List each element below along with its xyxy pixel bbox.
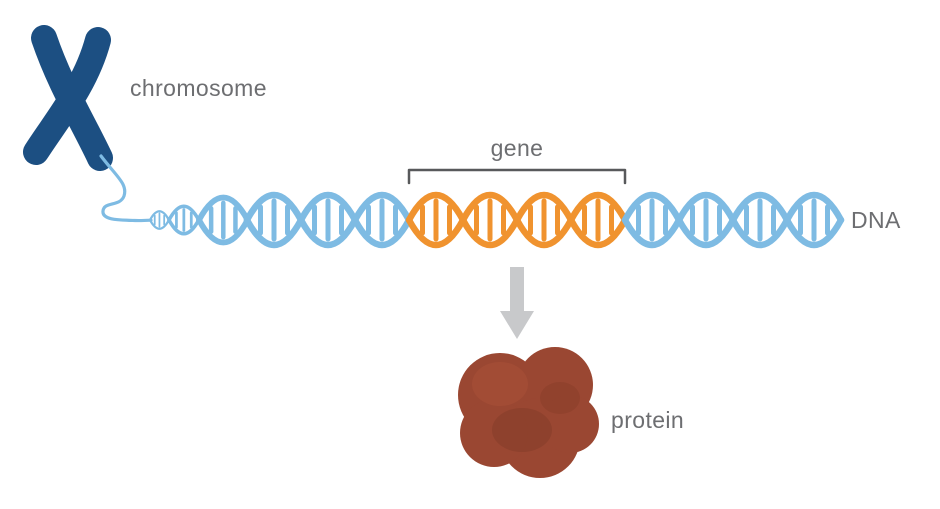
protein-label: protein	[611, 407, 684, 433]
gene-dna-segment	[571, 195, 625, 245]
chromosome-arm	[23, 27, 111, 165]
protein-highlight	[472, 362, 528, 406]
dna-segment	[247, 195, 301, 245]
dna-helix-left	[148, 195, 409, 245]
gene-dna-segment	[409, 195, 463, 245]
protein-blob	[458, 347, 599, 478]
gene-bracket	[407, 168, 627, 185]
down-arrow-icon	[500, 267, 534, 339]
protein-lobe	[541, 395, 599, 453]
dna-segment	[625, 195, 679, 245]
protein-shade	[492, 408, 552, 452]
dna-segment	[679, 195, 733, 245]
unraveling-thread	[99, 154, 153, 223]
dna-segment	[148, 210, 171, 230]
dna-helix-right	[625, 195, 841, 245]
dna-segment	[199, 198, 248, 243]
dna-segment	[733, 195, 787, 245]
dna-segment	[787, 195, 841, 245]
protein-shade	[540, 382, 580, 414]
gene-segment	[409, 195, 625, 245]
chromosome-illustration	[23, 25, 113, 171]
dna-segment	[167, 204, 201, 236]
gene-dna-segment	[463, 195, 517, 245]
chromosome-label: chromosome	[130, 75, 267, 101]
dna-segment	[301, 195, 355, 245]
dna-label: DNA	[851, 207, 901, 233]
gene-dna-segment	[517, 195, 571, 245]
dna-segment	[355, 195, 409, 245]
protein-lobe	[460, 399, 528, 467]
gene-label: gene	[491, 135, 544, 161]
